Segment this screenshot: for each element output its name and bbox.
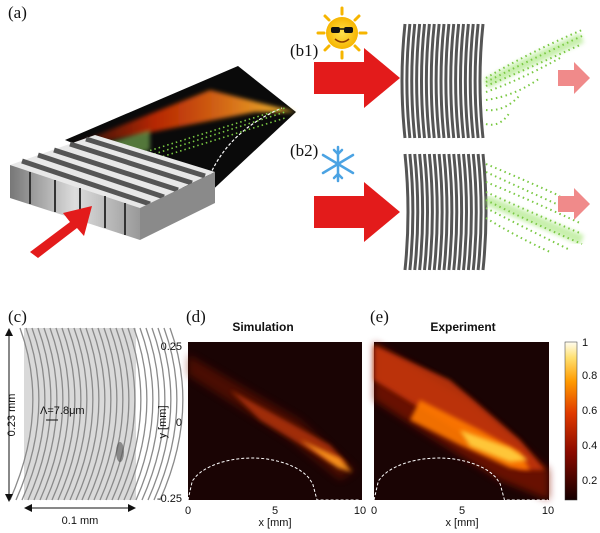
micrograph-fringes <box>9 327 184 501</box>
panel-e: (e) Experiment 0 5 10 x [mm] 1 0.8 0.6 0… <box>370 307 597 529</box>
panel-a: (a) <box>8 3 296 258</box>
panel-d: (d) Simulation 0.25 0 -0.25 y [mm] 0 5 1… <box>157 307 366 529</box>
panel-b1-label: (b1) <box>290 41 318 60</box>
width-arrow-left <box>24 504 32 512</box>
panel-c: (c) Λ=7.8μm 0.23 mm 0.1 mm <box>5 307 184 527</box>
height-arrow-top <box>5 328 13 336</box>
experiment-intensity <box>374 342 549 500</box>
snowflake-icon <box>321 145 355 183</box>
micrograph-defect <box>116 442 124 462</box>
sun-with-sunglasses-icon <box>316 6 368 60</box>
width-label: 0.1 mm <box>62 515 99 527</box>
grating-lines-b1 <box>400 23 485 139</box>
panel-c-label: (c) <box>8 307 27 326</box>
input-arrow-b1 <box>314 48 400 108</box>
y-axis-label: y [mm] <box>157 406 169 439</box>
d-x-axis-label: x [mm] <box>259 517 292 529</box>
e-xtick-10: 10 <box>542 505 554 517</box>
d-xtick-0: 0 <box>185 505 191 517</box>
experiment-title: Experiment <box>430 320 495 334</box>
panel-a-label: (a) <box>8 3 27 22</box>
caustic-dashed-curve-e <box>373 457 548 501</box>
width-arrow-right <box>128 504 136 512</box>
panel-b2: (b2) <box>290 141 590 271</box>
colorbar <box>564 341 578 501</box>
ytick-mid: 0 <box>176 417 182 429</box>
caustic-dashed-curve-d <box>187 457 360 501</box>
d-xtick-10: 10 <box>354 505 366 517</box>
grating-block-side <box>140 172 215 240</box>
period-label: Λ=7.8μm <box>40 405 85 417</box>
panel-d-label: (d) <box>186 307 206 326</box>
colorbar-tick-0.6: 0.6 <box>582 405 597 417</box>
e-xtick-5: 5 <box>459 505 465 517</box>
input-arrow-b2 <box>314 182 400 242</box>
grating-lines-a <box>21 136 206 207</box>
e-xtick-0: 0 <box>371 505 377 517</box>
d-xtick-5: 5 <box>272 505 278 517</box>
colorbar-tick-0.8: 0.8 <box>582 370 597 382</box>
simulation-title: Simulation <box>232 320 293 334</box>
height-arrow-bottom <box>5 494 13 502</box>
red-beam-streak <box>60 90 296 150</box>
output-arrow-b1 <box>558 62 590 94</box>
green-beams-b1 <box>483 29 584 126</box>
grating-block-front <box>10 165 140 240</box>
panel-b2-label: (b2) <box>290 141 318 160</box>
output-arrow-b2 <box>558 188 590 220</box>
input-arrow-a <box>30 206 92 258</box>
panel-e-label: (e) <box>370 307 389 326</box>
panel-b1: (b1) <box>290 6 590 139</box>
colorbar-tick-0.4: 0.4 <box>582 440 597 452</box>
caustic-dashed-curve-a <box>209 107 283 176</box>
colorbar-tick-0.2: 0.2 <box>582 475 597 487</box>
e-x-axis-label: x [mm] <box>446 517 479 529</box>
simulation-intensity <box>188 355 355 480</box>
green-rays-a <box>119 107 286 171</box>
grating-lines-b2 <box>403 153 488 271</box>
green-beams-b2 <box>484 163 584 253</box>
height-label: 0.23 mm <box>6 394 18 437</box>
ytick-bottom: -0.25 <box>157 493 182 505</box>
ytick-top: 0.25 <box>161 341 182 353</box>
colorbar-tick-1: 1 <box>582 337 588 349</box>
